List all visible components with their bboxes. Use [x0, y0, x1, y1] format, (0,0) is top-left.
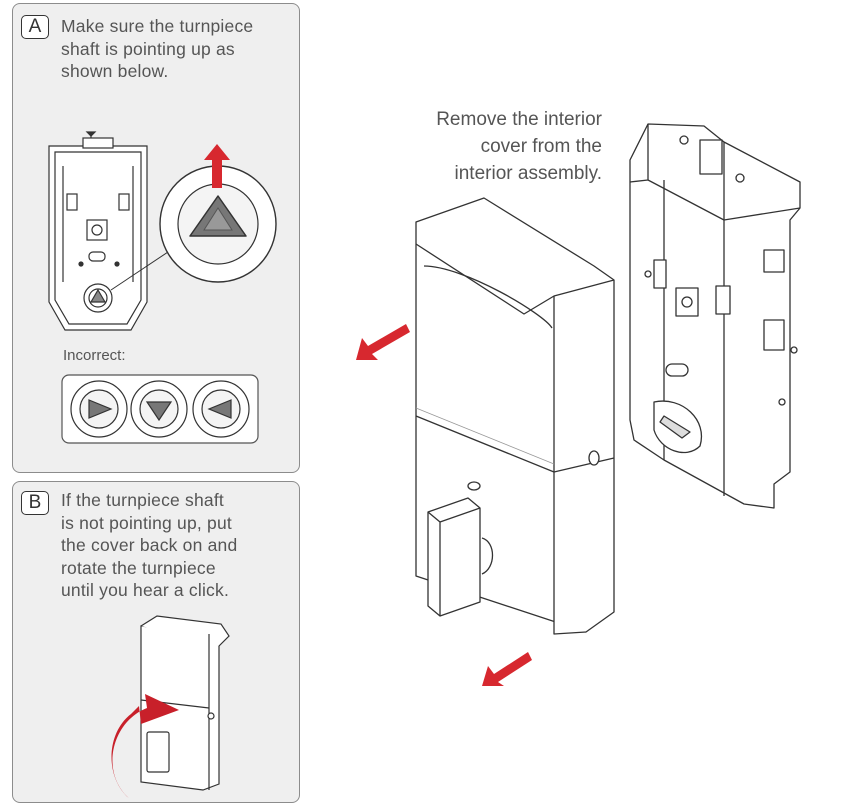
interior-plate-illustration [48, 131, 184, 331]
step-b-panel: B If the turnpiece shaft is not pointing… [12, 481, 300, 803]
step-b-line-3: the cover back on and [61, 535, 238, 555]
incorrect-label: Incorrect: [63, 347, 126, 364]
step-a-line-3: shown below. [61, 61, 169, 81]
main-caption: Remove the interior cover from the inter… [380, 106, 602, 187]
step-a-badge: A [21, 15, 49, 39]
cover-rotate-illustration [111, 615, 230, 800]
interior-cover-illustration [415, 197, 615, 635]
rotate-arrow-icon [111, 694, 179, 800]
arrow-left-icon [482, 652, 532, 686]
step-b-line-2: is not pointing up, put [61, 512, 232, 533]
step-a-instructions: Make sure the turnpiece shaft is pointin… [61, 15, 297, 83]
step-b-line-4: rotate the turnpiece [61, 557, 216, 578]
arrow-left-icon [356, 324, 410, 360]
step-b-instructions: If the turnpiece shaft is not pointing u… [61, 489, 297, 602]
step-b-line-5: until you hear a click. [61, 580, 230, 600]
arrow-up-icon [204, 144, 230, 188]
step-a-panel: A Make sure the turnpiece shaft is point… [12, 3, 300, 473]
interior-assembly-illustration [629, 123, 801, 509]
turnpiece-zoom [159, 165, 277, 283]
incorrect-examples [61, 374, 259, 444]
step-a-line-1: Make sure the turnpiece [61, 16, 254, 36]
main-caption-line-2: cover from the [480, 136, 602, 157]
step-b-badge: B [21, 491, 49, 515]
step-a-line-2: shaft is pointing up as [61, 38, 235, 59]
step-b-line-1: If the turnpiece shaft [61, 490, 224, 510]
main-caption-line-3: interior assembly. [454, 163, 602, 184]
turnpiece-icon [189, 195, 247, 237]
main-caption-line-1: Remove the interior [436, 109, 602, 130]
